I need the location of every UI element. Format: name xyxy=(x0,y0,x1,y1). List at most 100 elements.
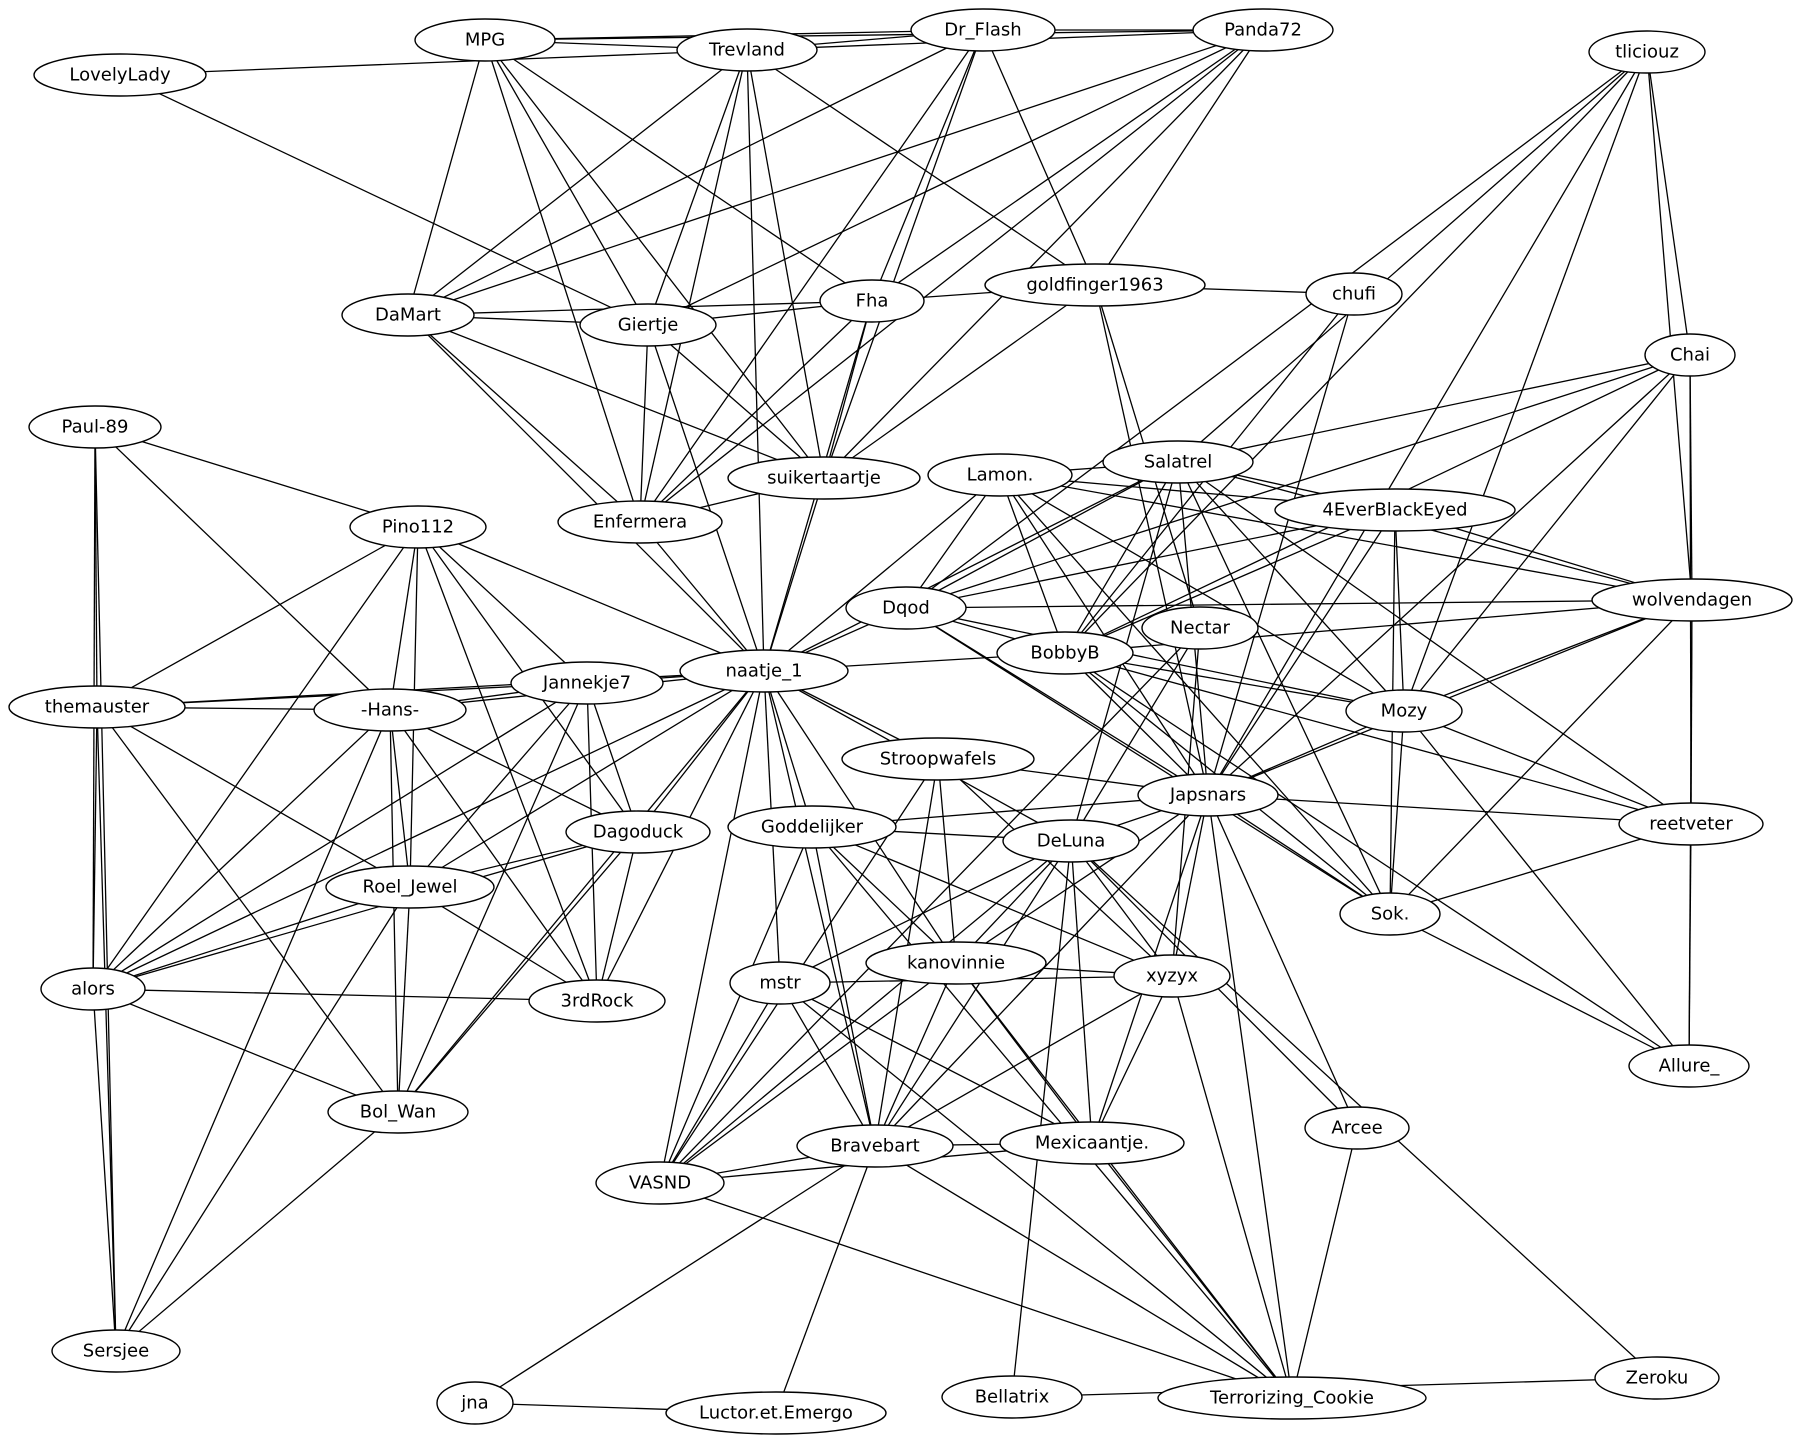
edge-dr-flash-damart xyxy=(407,29,984,316)
edge-deluna-bellatrix xyxy=(1011,840,1072,1398)
edge-pino112-jannekje7 xyxy=(417,526,588,684)
edge-panda72-fha xyxy=(871,29,1264,302)
node-nectar[interactable]: Nectar xyxy=(1141,606,1259,650)
node-tliciouz[interactable]: tliciouz xyxy=(1588,30,1706,74)
node-ellipse xyxy=(557,500,723,544)
node-label: Pino112 xyxy=(382,517,454,538)
edge-deluna-xyzyx xyxy=(1070,840,1173,977)
edge-deluna-vasnd xyxy=(659,840,1072,1184)
node-zeroku[interactable]: Zeroku xyxy=(1594,1356,1720,1400)
node-4everblackeyed[interactable]: 4EverBlackEyed xyxy=(1274,488,1516,532)
node-giertje[interactable]: Giertje xyxy=(579,303,717,347)
edge-mozy-sok xyxy=(1389,710,1405,915)
node-enfermera[interactable]: Enfermera xyxy=(557,500,723,544)
edge-bravebart-luctor-et-emergo xyxy=(775,1145,876,1414)
node-label: Bol_Wan xyxy=(360,1102,436,1123)
edge-bol-wan-sersjee xyxy=(115,1111,399,1352)
node-label: LovelyLady xyxy=(69,65,171,86)
node-label: Nectar xyxy=(1170,618,1231,639)
edge-salatrel-wolvendagen xyxy=(1177,461,1693,601)
edge-jannekje7-bol-wan xyxy=(397,682,588,1113)
node-roel-jewel[interactable]: Roel_Jewel xyxy=(325,865,495,909)
node-ellipse xyxy=(1644,333,1736,377)
node-label: Mexicaantje. xyxy=(1035,1133,1149,1154)
node-luctor-et-emergo[interactable]: Luctor.et.Emergo xyxy=(665,1391,887,1435)
node-kanovinnie[interactable]: kanovinnie xyxy=(865,941,1047,985)
node-mstr[interactable]: mstr xyxy=(729,961,831,1005)
edge-mozy-reetveter xyxy=(1403,710,1692,825)
node-dagoduck[interactable]: Dagoduck xyxy=(565,810,711,854)
edge-chai-japsnars xyxy=(1207,354,1691,796)
node-alors[interactable]: alors xyxy=(40,967,146,1011)
node-label: Jannekje7 xyxy=(542,673,631,694)
node-sersjee[interactable]: Sersjee xyxy=(51,1329,181,1373)
node-arcee[interactable]: Arcee xyxy=(1304,1106,1410,1150)
node-trevland[interactable]: Trevland xyxy=(676,28,818,72)
node-stroopwafels[interactable]: Stroopwafels xyxy=(841,737,1035,781)
node-mpg[interactable]: MPG xyxy=(414,18,556,62)
node-suikertaartje[interactable]: suikertaartje xyxy=(727,456,921,500)
node-fha[interactable]: Fha xyxy=(819,279,925,323)
node-jna[interactable]: jna xyxy=(436,1381,514,1425)
node-dqod[interactable]: Dqod xyxy=(845,586,967,630)
node-bellatrix[interactable]: Bellatrix xyxy=(941,1375,1083,1419)
node-3rdrock[interactable]: 3rdRock xyxy=(528,979,666,1023)
node-label: DaMart xyxy=(375,305,441,326)
node-wolvendagen[interactable]: wolvendagen xyxy=(1591,578,1793,622)
edge-hans-sersjee xyxy=(115,709,391,1352)
edge-giertje-suikertaartje xyxy=(647,324,825,479)
node-chai[interactable]: Chai xyxy=(1644,333,1736,377)
node-reetveter[interactable]: reetveter xyxy=(1618,802,1764,846)
node-damart[interactable]: DaMart xyxy=(341,293,475,337)
node-lamon[interactable]: Lamon. xyxy=(927,453,1073,497)
node-goddelijker[interactable]: Goddelijker xyxy=(727,805,897,849)
node-bol-wan[interactable]: Bol_Wan xyxy=(327,1090,469,1134)
edge-tliciouz-wolvendagen xyxy=(1646,51,1693,601)
node-sok[interactable]: Sok. xyxy=(1339,892,1441,936)
node-salatrel[interactable]: Salatrel xyxy=(1102,440,1254,484)
node-label: Sersjee xyxy=(83,1341,149,1362)
node-ellipse xyxy=(1305,272,1403,316)
edge-hans-roel-jewel xyxy=(389,709,411,888)
edge-pino112-themauster xyxy=(96,526,419,708)
node-bobbyb[interactable]: BobbyB xyxy=(996,631,1134,675)
node-label: mstr xyxy=(759,973,801,994)
node-label: xyzyx xyxy=(1146,966,1198,987)
node-xyzyx[interactable]: xyzyx xyxy=(1113,954,1231,998)
node-jannekje7[interactable]: Jannekje7 xyxy=(510,661,664,705)
node-label: Trevland xyxy=(708,40,785,61)
node-mexicaantje[interactable]: Mexicaantje. xyxy=(999,1121,1185,1165)
node-ellipse xyxy=(579,303,717,347)
node-lovelylady[interactable]: LovelyLady xyxy=(33,53,207,97)
node-deluna[interactable]: DeLuna xyxy=(1002,819,1140,863)
edge-lamon-naatje-1 xyxy=(763,474,1001,672)
node-pino112[interactable]: Pino112 xyxy=(349,505,487,549)
node-japsnars[interactable]: Japsnars xyxy=(1137,773,1279,817)
edge-chai-mozy xyxy=(1403,354,1691,712)
node-ellipse xyxy=(996,631,1134,675)
node-label: Paul-89 xyxy=(62,417,129,438)
node-bravebart[interactable]: Bravebart xyxy=(796,1124,954,1168)
edge-mpg-giertje xyxy=(484,39,649,326)
node-label: VASND xyxy=(629,1173,691,1194)
node-panda72[interactable]: Panda72 xyxy=(1192,8,1334,52)
node-themauster[interactable]: themauster xyxy=(8,685,186,729)
node-hans[interactable]: -Hans- xyxy=(313,688,467,732)
node-chufi[interactable]: chufi xyxy=(1305,272,1403,316)
node-ellipse xyxy=(327,1090,469,1134)
node-terrorizing-cookie[interactable]: Terrorizing_Cookie xyxy=(1157,1376,1427,1420)
node-paul-89[interactable]: Paul-89 xyxy=(28,405,162,449)
node-naatje-1[interactable]: naatje_1 xyxy=(679,649,849,693)
node-mozy[interactable]: Mozy xyxy=(1345,689,1463,733)
edge-alors-3rdrock xyxy=(92,988,598,1002)
node-ellipse xyxy=(1591,578,1793,622)
node-ellipse xyxy=(910,8,1056,52)
node-allure[interactable]: Allure_ xyxy=(1628,1044,1750,1088)
edge-pino112-3rdrock xyxy=(417,526,598,1002)
node-goldfinger1963[interactable]: goldfinger1963 xyxy=(984,263,1206,307)
node-vasnd[interactable]: VASND xyxy=(595,1161,725,1205)
node-dr-flash[interactable]: Dr_Flash xyxy=(910,8,1056,52)
edge-mstr-mexicaantje xyxy=(779,982,1093,1144)
edge-salatrel-sok xyxy=(1177,461,1391,915)
edge-mstr-bravebart xyxy=(779,982,876,1147)
